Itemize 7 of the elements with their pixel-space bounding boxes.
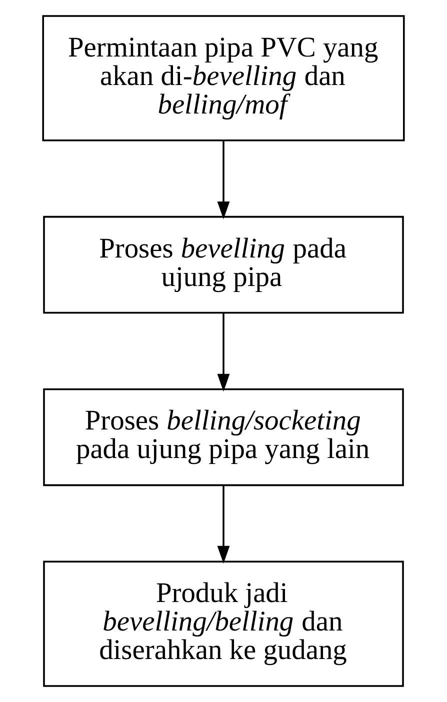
node-box: Permintaan pipa PVC yang akan di-bevelling dan belling/mof (42, 15, 405, 142)
arrow (217, 140, 230, 220)
node-box: Produk jadi bevelling/belling dan diserahkan ke gudang (43, 560, 404, 687)
node-box: Proses bevelling pada ujung pipa (43, 216, 404, 314)
arrow (217, 486, 230, 564)
arrow (217, 313, 230, 392)
node-box: Proses belling/socketing pada ujung pipa yang lain (43, 388, 404, 486)
